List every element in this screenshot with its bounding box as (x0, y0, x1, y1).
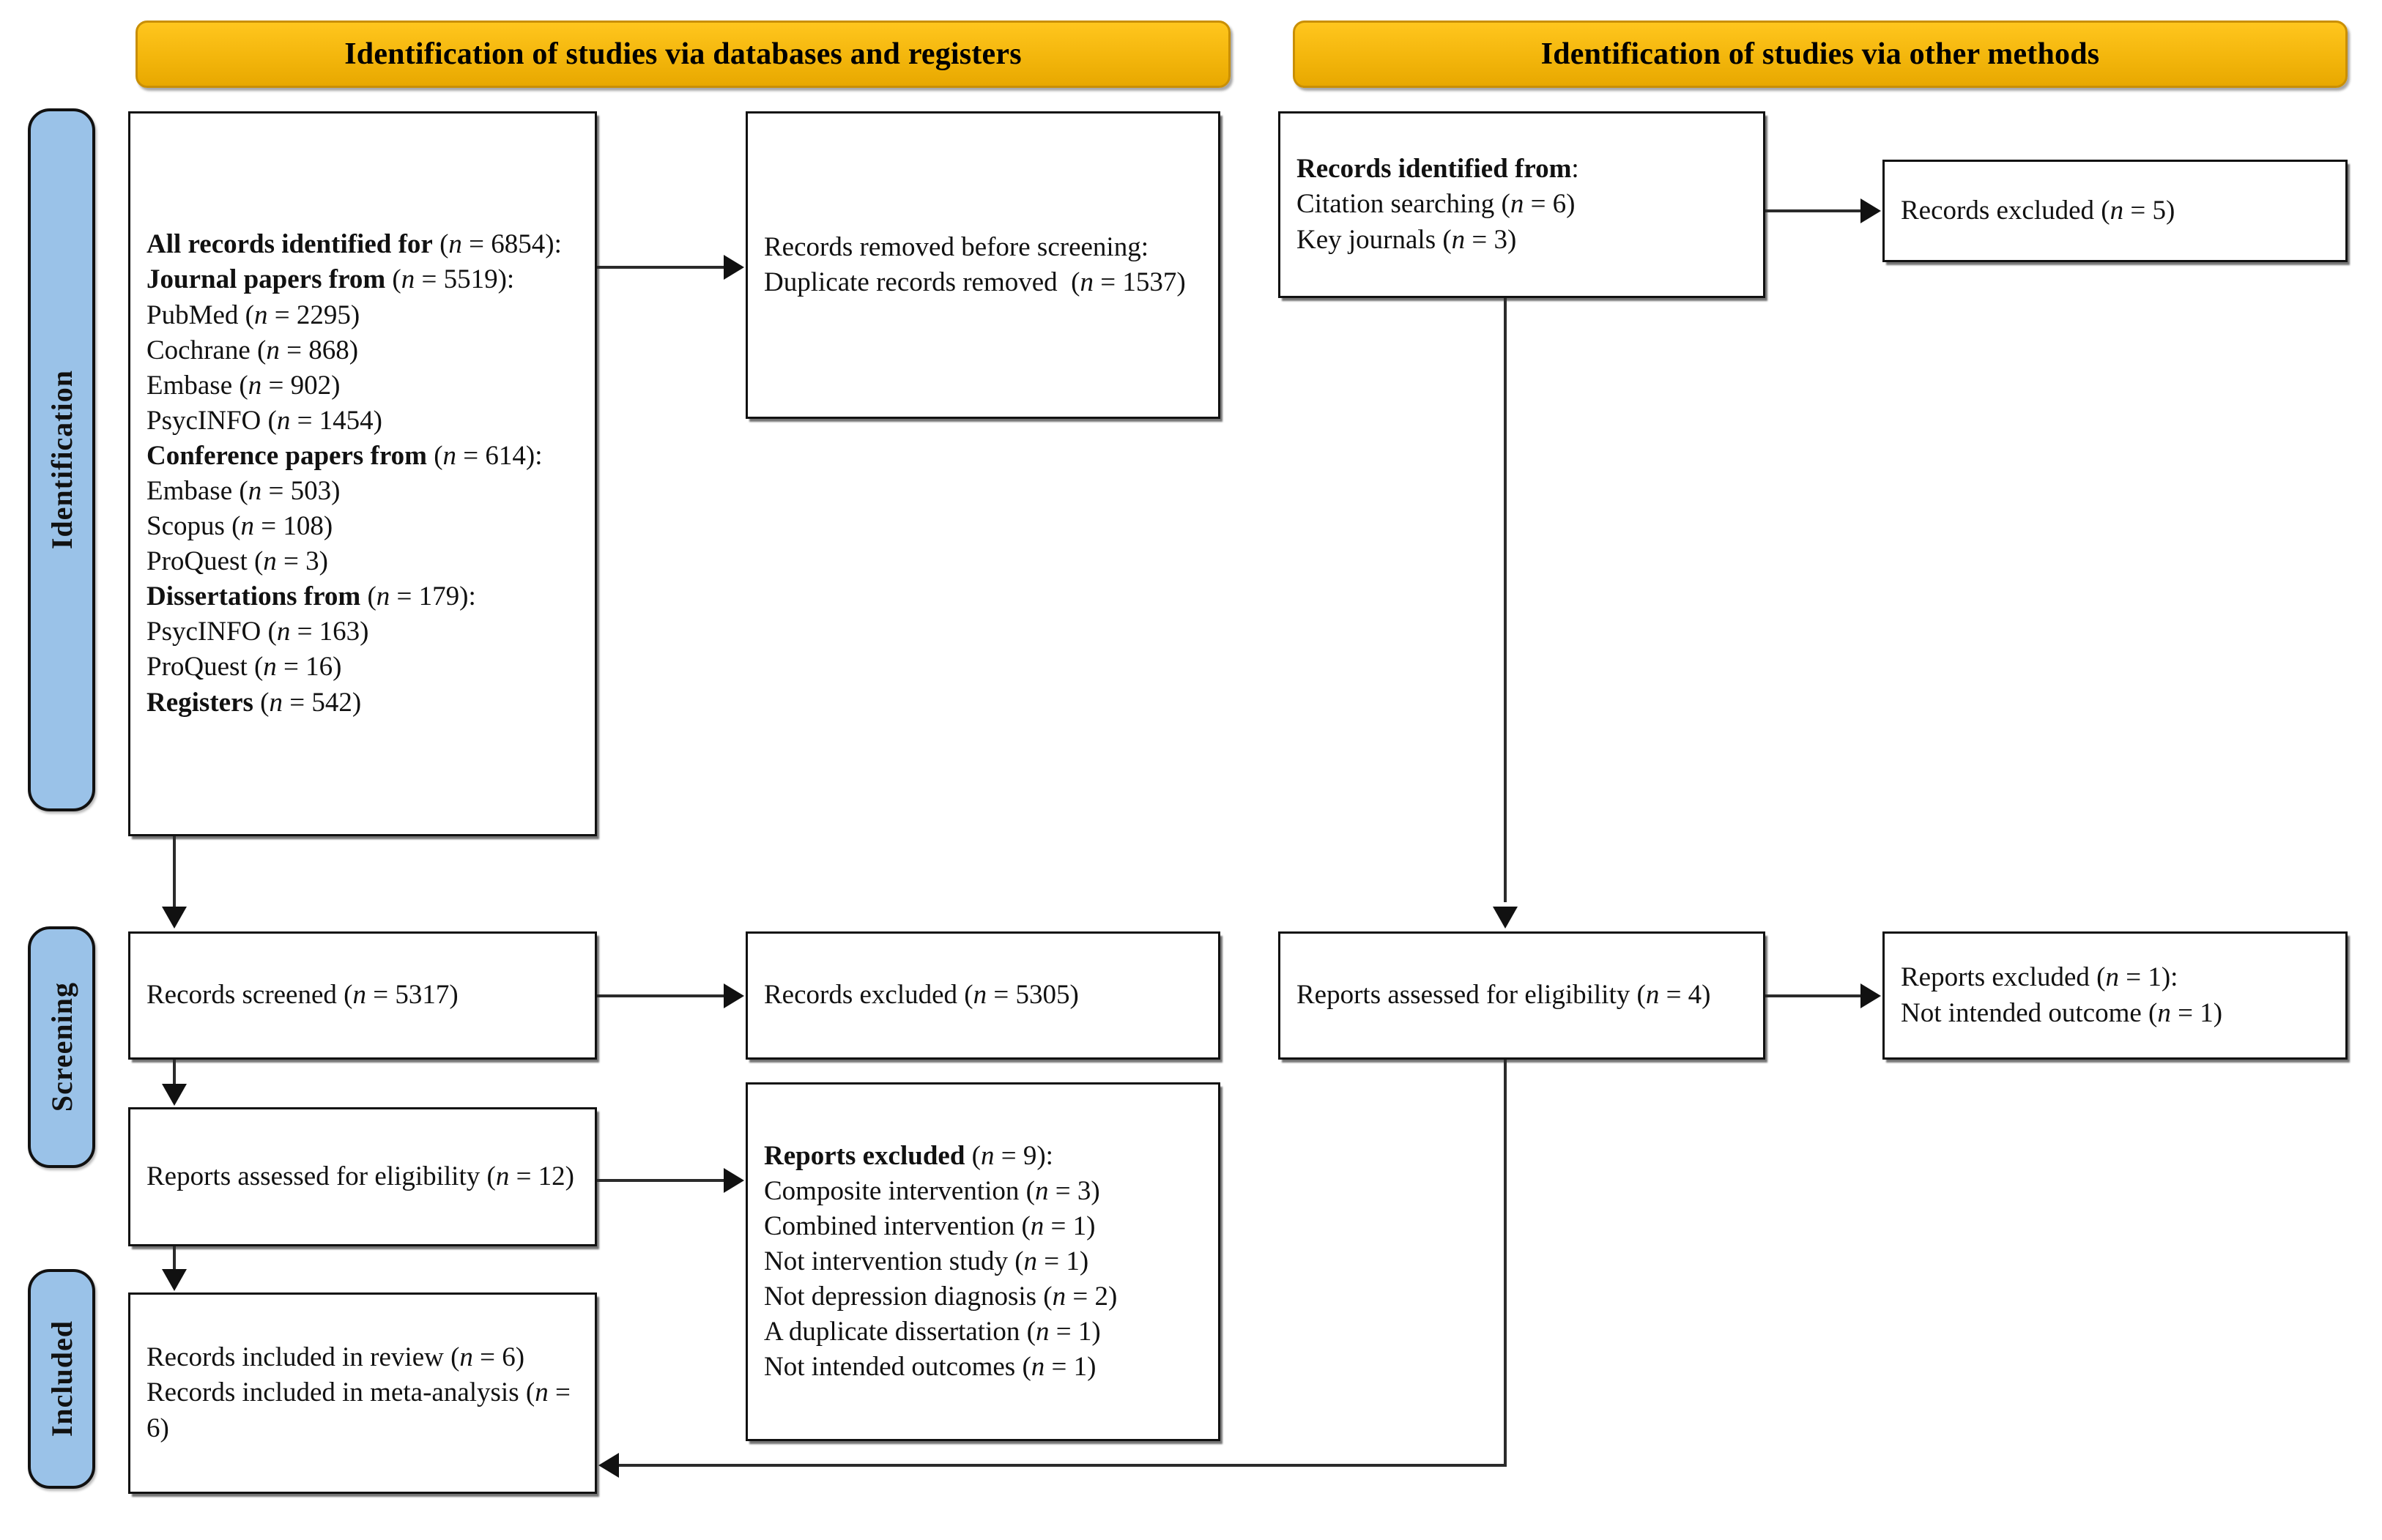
text-line: All records identified for (n = 6854): (146, 229, 562, 260)
box-reports-excluded-left: Reports excluded (n = 9): Composite inter… (746, 1082, 1220, 1441)
box-records-screened-lines: Records screened (n = 5317) (146, 978, 579, 1013)
box-reports-assessed-right: Reports assessed for eligibility (n = 4) (1278, 931, 1765, 1060)
text-line: Registers (n = 542) (146, 687, 362, 718)
text-line: Records included in meta-analysis (n = 6… (146, 1377, 578, 1443)
text-line: Records excluded (n = 5305) (764, 980, 1079, 1011)
connector-assessed-to-excluded (597, 1179, 725, 1182)
text-line: Not intended outcome (n = 1) (1901, 997, 2223, 1028)
text-line: Conference papers from (n = 614): (146, 440, 543, 471)
text-line: Dissertations from (n = 179): (146, 581, 476, 612)
text-line: Not intended outcomes (n = 1) (764, 1352, 1097, 1383)
text-line: Journal papers from (n = 5519): (146, 264, 515, 295)
phase-label-identification: Identification (28, 108, 95, 811)
connector-right-assessed-to-included-horizontal (619, 1464, 1505, 1467)
phase-identification-text: Identification (45, 370, 78, 550)
text-line: Combined intervention (n = 1) (764, 1210, 1096, 1241)
text-line: Cochrane (n = 868) (146, 335, 359, 365)
connector-other-identified-to-excluded (1765, 209, 1862, 212)
box-records-included-lines: Records included in review (n = 6) Record… (146, 1340, 579, 1446)
connector-identified-to-removed (597, 266, 725, 269)
connector-screened-to-excluded (597, 994, 725, 997)
box-records-removed: Records removed before screening: Duplica… (746, 111, 1220, 419)
text-line: Embase (n = 503) (146, 476, 341, 506)
phase-included-text: Included (45, 1320, 78, 1437)
arrowhead-right-assessed-to-excluded (1860, 983, 1881, 1008)
arrowhead-other-identified-to-excluded (1860, 198, 1881, 223)
connector-right-assessed-to-included-vertical (1504, 1060, 1507, 1467)
arrowhead-right-assessed-to-included (598, 1453, 619, 1478)
text-line: ProQuest (n = 16) (146, 652, 342, 682)
arrowhead-other-identified-to-assessed (1493, 907, 1518, 929)
text-line: Reports assessed for eligibility (n = 12… (146, 1161, 575, 1191)
box-reports-excluded-right: Reports excluded (n = 1): Not intended ou… (1882, 931, 2348, 1060)
phase-screening-text: Screening (45, 982, 78, 1112)
text-line: Records removed before screening: (764, 231, 1149, 262)
text-line: PsycINFO (n = 1454) (146, 405, 383, 436)
box-records-included: Records included in review (n = 6) Record… (128, 1292, 597, 1494)
arrowhead-assessed-to-excluded (724, 1168, 744, 1193)
text-line: ProQuest (n = 3) (146, 546, 328, 577)
phase-label-included: Included (28, 1269, 95, 1489)
connector-identified-to-screened (173, 836, 176, 908)
text-line: Not depression diagnosis (n = 2) (764, 1282, 1118, 1312)
banner-databases-registers: Identification of studies via databases … (136, 21, 1231, 88)
text-line: Composite intervention (n = 3) (764, 1175, 1100, 1206)
box-reports-excluded-left-lines: Reports excluded (n = 9): Composite inter… (764, 1139, 1202, 1385)
text-line: PsycINFO (n = 163) (146, 617, 369, 647)
box-reports-assessed-right-lines: Reports assessed for eligibility (n = 4) (1296, 978, 1747, 1013)
box-reports-assessed-left-lines: Reports assessed for eligibility (n = 12… (146, 1159, 579, 1194)
banner-other-methods-label: Identification of studies via other meth… (1540, 37, 2100, 71)
arrowhead-assessed-to-included (162, 1269, 187, 1291)
box-records-excluded-other: Records excluded (n = 5) (1882, 160, 2348, 262)
box-reports-assessed-left: Reports assessed for eligibility (n = 12… (128, 1107, 597, 1246)
box-records-identified: All records identified for (n = 6854): Jo… (128, 111, 597, 836)
banner-databases-registers-label: Identification of studies via databases … (344, 37, 1022, 71)
text-line: Not intervention study (n = 1) (764, 1246, 1089, 1276)
box-records-removed-lines: Records removed before screening: Duplica… (764, 230, 1202, 300)
connector-assessed-to-included (173, 1246, 176, 1270)
box-records-identified-lines: All records identified for (n = 6854): Jo… (146, 227, 579, 720)
text-line: Reports assessed for eligibility (n = 4) (1296, 980, 1711, 1011)
text-line: Records included in review (n = 6) (146, 1342, 525, 1373)
arrowhead-screened-to-excluded (724, 983, 744, 1008)
arrowhead-identified-to-screened (162, 907, 187, 929)
text-line: Citation searching (n = 6) (1296, 189, 1576, 220)
connector-right-assessed-to-excluded (1765, 994, 1862, 997)
box-records-excluded-screening: Records excluded (n = 5305) (746, 931, 1220, 1060)
phase-label-screening: Screening (28, 926, 95, 1168)
box-reports-excluded-right-lines: Reports excluded (n = 1): Not intended ou… (1901, 960, 2329, 1030)
text-line: Records identified from: (1296, 154, 1579, 185)
box-records-identified-other-lines: Records identified from: Citation searchi… (1296, 152, 1747, 257)
text-line: Records screened (n = 5317) (146, 980, 459, 1011)
box-records-screened: Records screened (n = 5317) (128, 931, 597, 1060)
banner-other-methods: Identification of studies via other meth… (1293, 21, 2348, 88)
text-line: Duplicate records removed (n = 1537) (764, 267, 1186, 297)
text-line: Reports excluded (n = 9): (764, 1140, 1053, 1171)
connector-other-identified-to-assessed (1504, 298, 1507, 902)
text-line: A duplicate dissertation (n = 1) (764, 1317, 1101, 1347)
box-records-excluded-other-lines: Records excluded (n = 5) (1901, 193, 2329, 228)
connector-screened-to-assessed (173, 1060, 176, 1085)
box-records-excluded-screening-lines: Records excluded (n = 5305) (764, 978, 1202, 1013)
text-line: Reports excluded (n = 1): (1901, 962, 2178, 993)
text-line: Key journals (n = 3) (1296, 224, 1517, 255)
text-line: Embase (n = 902) (146, 370, 341, 401)
text-line: PubMed (n = 2295) (146, 300, 360, 330)
text-line: Scopus (n = 108) (146, 511, 333, 542)
text-line: Records excluded (n = 5) (1901, 195, 2175, 226)
box-records-identified-other: Records identified from: Citation searchi… (1278, 111, 1765, 298)
arrowhead-screened-to-assessed (162, 1084, 187, 1106)
arrowhead-identified-to-removed (724, 255, 744, 280)
